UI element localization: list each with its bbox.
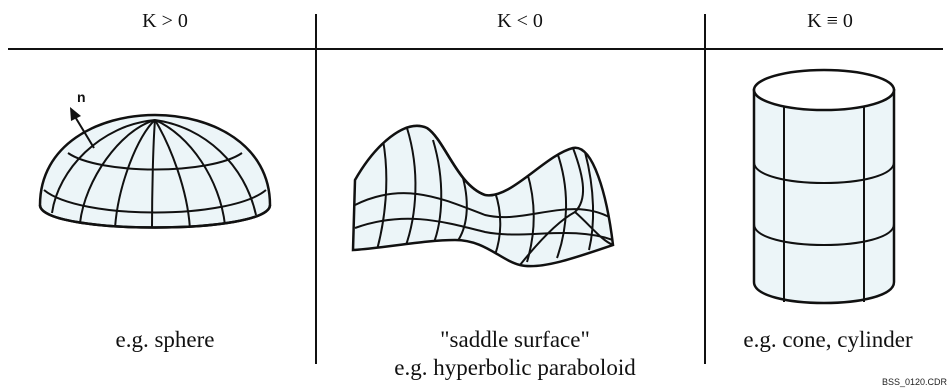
- cylinder-icon: [752, 68, 896, 305]
- saddle-surface-icon: [351, 124, 615, 268]
- normal-arrow-icon: [70, 107, 95, 149]
- cylinder-figure: [740, 62, 910, 317]
- header-positive-curvature: K > 0: [142, 10, 188, 32]
- column-divider-right: [704, 14, 706, 364]
- caption-cylinder: e.g. cone, cylinder: [743, 327, 913, 352]
- caption-saddle-line2: e.g. hyperbolic paraboloid: [394, 355, 636, 380]
- column-divider-left: [315, 14, 317, 364]
- header-zero-curvature: K ≡ 0: [807, 10, 853, 32]
- normal-vector-label: n: [77, 89, 86, 105]
- caption-saddle-line1: "saddle surface": [440, 327, 590, 352]
- header-divider: [8, 48, 943, 50]
- header-negative-curvature: K < 0: [497, 10, 543, 32]
- saddle-figure: [345, 100, 645, 300]
- hemisphere-figure: n: [30, 85, 290, 300]
- figure-code: BSS_0120.CDR: [881, 377, 947, 387]
- caption-sphere: e.g. sphere: [115, 327, 215, 352]
- hemisphere-icon: [38, 107, 272, 229]
